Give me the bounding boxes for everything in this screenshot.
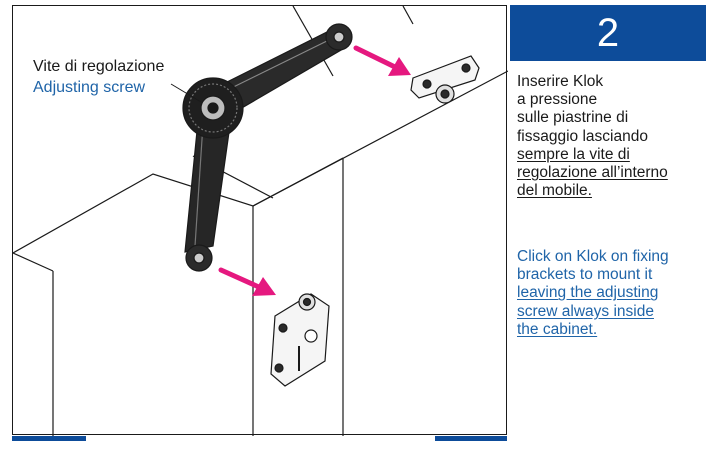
lower-fixing-bracket bbox=[270, 293, 330, 387]
instruction-line-underlined: del mobile. bbox=[517, 182, 592, 200]
instruction-line: sulle piastrine di bbox=[517, 109, 629, 127]
instruction-line-underlined: sempre la vite di bbox=[517, 145, 630, 163]
callout-label-english: Adjusting screw bbox=[33, 79, 146, 96]
instruction-line: fissaggio lasciando bbox=[517, 127, 648, 145]
instruction-line-underlined: regolazione all’interno bbox=[517, 164, 668, 182]
instruction-line: a pressione bbox=[517, 91, 598, 109]
instruction-line: brackets to mount it bbox=[517, 266, 653, 284]
instruction-line: Inserire Klok bbox=[517, 73, 604, 90]
callout-leader-line bbox=[170, 83, 202, 103]
instruction-line: Click on Klok on fixing bbox=[517, 248, 669, 265]
instruction-line-underlined: the cabinet. bbox=[517, 320, 598, 338]
instruction-line-underlined: leaving the adjusting bbox=[517, 284, 659, 302]
illustration-frame: Vite di regolazione Adjusting screw bbox=[12, 5, 508, 436]
instruction-line-underlined: screw always inside bbox=[517, 302, 654, 320]
assembly-illustration bbox=[13, 6, 508, 436]
instructions-italian: Inserire Klok a pressione sulle piastrin… bbox=[517, 73, 713, 200]
bottom-accent-bar-left bbox=[12, 436, 86, 441]
bottom-accent-bar-right bbox=[435, 436, 507, 441]
upper-bracket-arrow bbox=[353, 45, 411, 76]
step-number-badge: 2 bbox=[510, 5, 706, 61]
lower-bracket-arrow bbox=[218, 267, 276, 296]
instructions-english: Click on Klok on fixing brackets to moun… bbox=[517, 248, 713, 339]
klok-mechanism bbox=[182, 23, 353, 272]
callout-label-italian: Vite di regolazione bbox=[33, 58, 165, 75]
upper-fixing-bracket bbox=[410, 55, 480, 104]
